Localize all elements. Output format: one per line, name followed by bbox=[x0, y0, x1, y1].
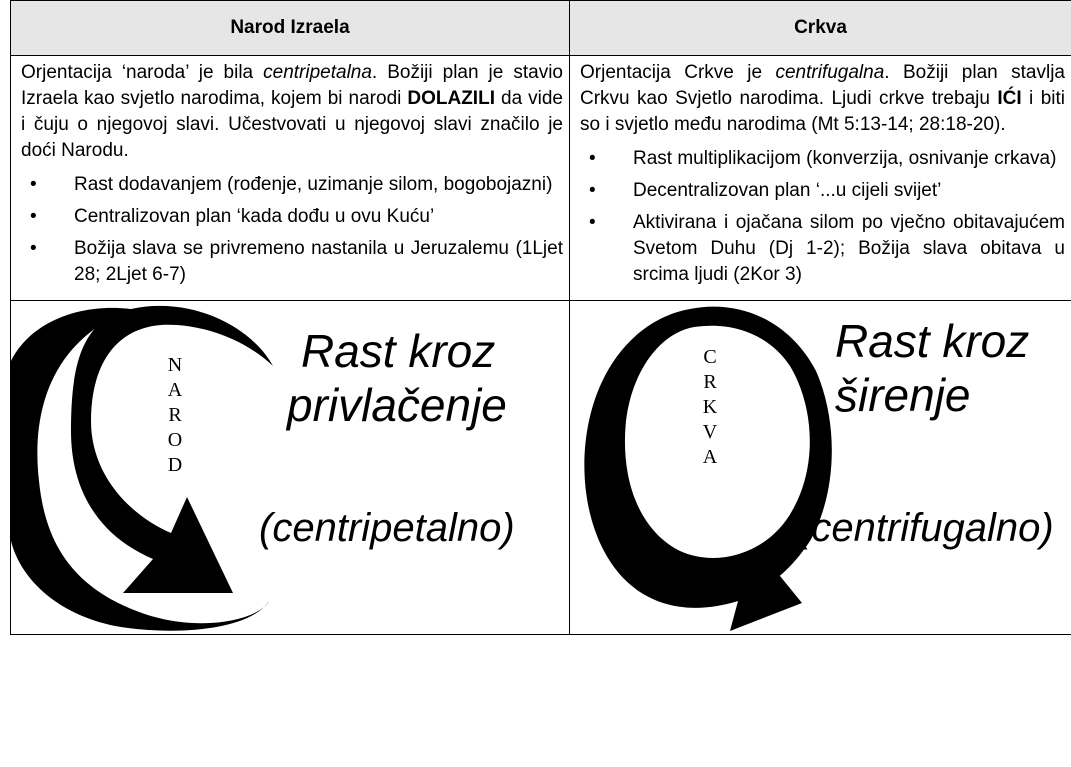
narod-title-line2: privlačenje bbox=[287, 379, 507, 431]
narod-intro-part3: da vide i čuju o njegovoj slavi. Učestvo… bbox=[21, 88, 563, 161]
bullet-icon: • bbox=[30, 174, 37, 195]
narod-bullet-text: Rast dodavanjem (rođenje, uzimanje silom… bbox=[74, 174, 553, 195]
bullet-icon: • bbox=[589, 180, 596, 201]
bullet-icon: • bbox=[589, 212, 596, 233]
crkva-intro-emphasis: centrifugalna bbox=[775, 62, 885, 83]
comparison-table: Narod Izraela Crkva Orjentacija ‘naroda’… bbox=[10, 0, 1071, 635]
narod-letter: A bbox=[167, 379, 183, 401]
crkva-subtitle: (centrifugalno) bbox=[798, 506, 1054, 550]
list-item: • Rast dodavanjem (rođenje, uzimanje silo… bbox=[21, 172, 563, 198]
crkva-bullet-text: Rast multiplikacijom (konverzija, osniva… bbox=[633, 148, 1057, 169]
crkva-letter: K bbox=[702, 396, 718, 418]
bullet-icon: • bbox=[30, 206, 37, 227]
narod-title-line1: Rast kroz bbox=[301, 325, 496, 377]
narod-bullet-text: Božija slava se privremeno nastanila u J… bbox=[74, 238, 563, 285]
narod-intro-paragraph: Orjentacija ‘naroda’ je bila centripetal… bbox=[21, 60, 563, 164]
crkva-bullet-text: Decentralizovan plan ‘...u cijeli svijet… bbox=[633, 180, 942, 201]
list-item: • Rast multiplikacijom (konverzija, osniv… bbox=[580, 146, 1065, 172]
narod-intro-bold: DOLAZILI bbox=[407, 88, 495, 109]
header-crkva: Crkva bbox=[569, 0, 1071, 56]
crkva-vertical-label: C R K V A bbox=[700, 345, 720, 470]
crkva-text-cell: Orjentacija Crkve je centrifugalna. Boži… bbox=[569, 55, 1071, 301]
bullet-icon: • bbox=[589, 148, 596, 169]
crkva-intro-part3: i biti so i svjetlo među narodima (Mt 5:… bbox=[580, 88, 1065, 135]
list-item: • Centralizovan plan ‘kada dođu u ovu Kuć… bbox=[21, 204, 563, 230]
crkva-intro-part1: Orjentacija Crkve je bbox=[580, 62, 776, 83]
list-item: • Decentralizovan plan ‘...u cijeli svije… bbox=[580, 178, 1065, 204]
narod-letter: D bbox=[167, 454, 183, 476]
crkva-intro-paragraph: Orjentacija Crkve je centrifugalna. Boži… bbox=[580, 60, 1065, 138]
narod-subtitle: (centripetalno) bbox=[259, 506, 515, 550]
narod-letter: O bbox=[167, 429, 183, 451]
crkva-letter: C bbox=[703, 346, 717, 368]
narod-letter: N bbox=[167, 354, 183, 376]
list-item: • Aktivirana i ojačana silom po vječno ob… bbox=[580, 210, 1065, 288]
crkva-bullet-list: • Rast multiplikacijom (konverzija, osniv… bbox=[580, 146, 1065, 288]
crkva-intro-part2: . Božiji plan stavlja Crkvu kao Svjetlo … bbox=[580, 62, 1065, 109]
bullet-icon: • bbox=[30, 238, 37, 259]
crkva-letter: A bbox=[702, 446, 718, 468]
narod-graphic-cell: N A R O D Rast kroz privlačenje (centrip… bbox=[10, 300, 570, 635]
crkva-intro-bold: IĆI bbox=[997, 88, 1022, 109]
crkva-title-line1: Rast kroz bbox=[835, 315, 1030, 367]
narod-letter: R bbox=[168, 404, 182, 426]
header-row: Narod Izraela Crkva bbox=[10, 0, 1071, 56]
narod-intro-part2: . Božiji plan je stavio Izraela kao svje… bbox=[21, 62, 563, 109]
centripetal-spiral-arrow-icon bbox=[11, 305, 273, 631]
list-item: • Božija slava se privremeno nastanila u … bbox=[21, 236, 563, 288]
crkva-title-line2: širenje bbox=[835, 369, 971, 421]
header-narod-izraela: Narod Izraela bbox=[10, 0, 570, 56]
narod-bullet-text: Centralizovan plan ‘kada dođu u ovu Kuću… bbox=[74, 206, 435, 227]
crkva-bullet-text: Aktivirana i ojačana silom po vječno obi… bbox=[633, 212, 1065, 285]
narod-text-cell: Orjentacija ‘naroda’ je bila centripetal… bbox=[10, 55, 570, 301]
crkva-graphic-cell: C R K V A Rast kroz širenje (centrifugal… bbox=[569, 300, 1071, 635]
narod-vertical-label: N A R O D bbox=[165, 353, 185, 478]
crkva-letter: V bbox=[702, 421, 718, 443]
narod-bullet-list: • Rast dodavanjem (rođenje, uzimanje silo… bbox=[21, 172, 563, 288]
centrifugal-spiral-arrow-icon bbox=[584, 306, 832, 631]
narod-intro-part1: Orjentacija ‘naroda’ je bila bbox=[21, 62, 264, 83]
text-row: Orjentacija ‘naroda’ je bila centripetal… bbox=[10, 55, 1071, 301]
comparison-page: Narod Izraela Crkva Orjentacija ‘naroda’… bbox=[10, 0, 1071, 767]
crkva-letter: R bbox=[703, 371, 717, 393]
graphic-row: N A R O D Rast kroz privlačenje (centrip… bbox=[10, 300, 1071, 635]
narod-intro-emphasis: centripetalna bbox=[263, 62, 372, 83]
